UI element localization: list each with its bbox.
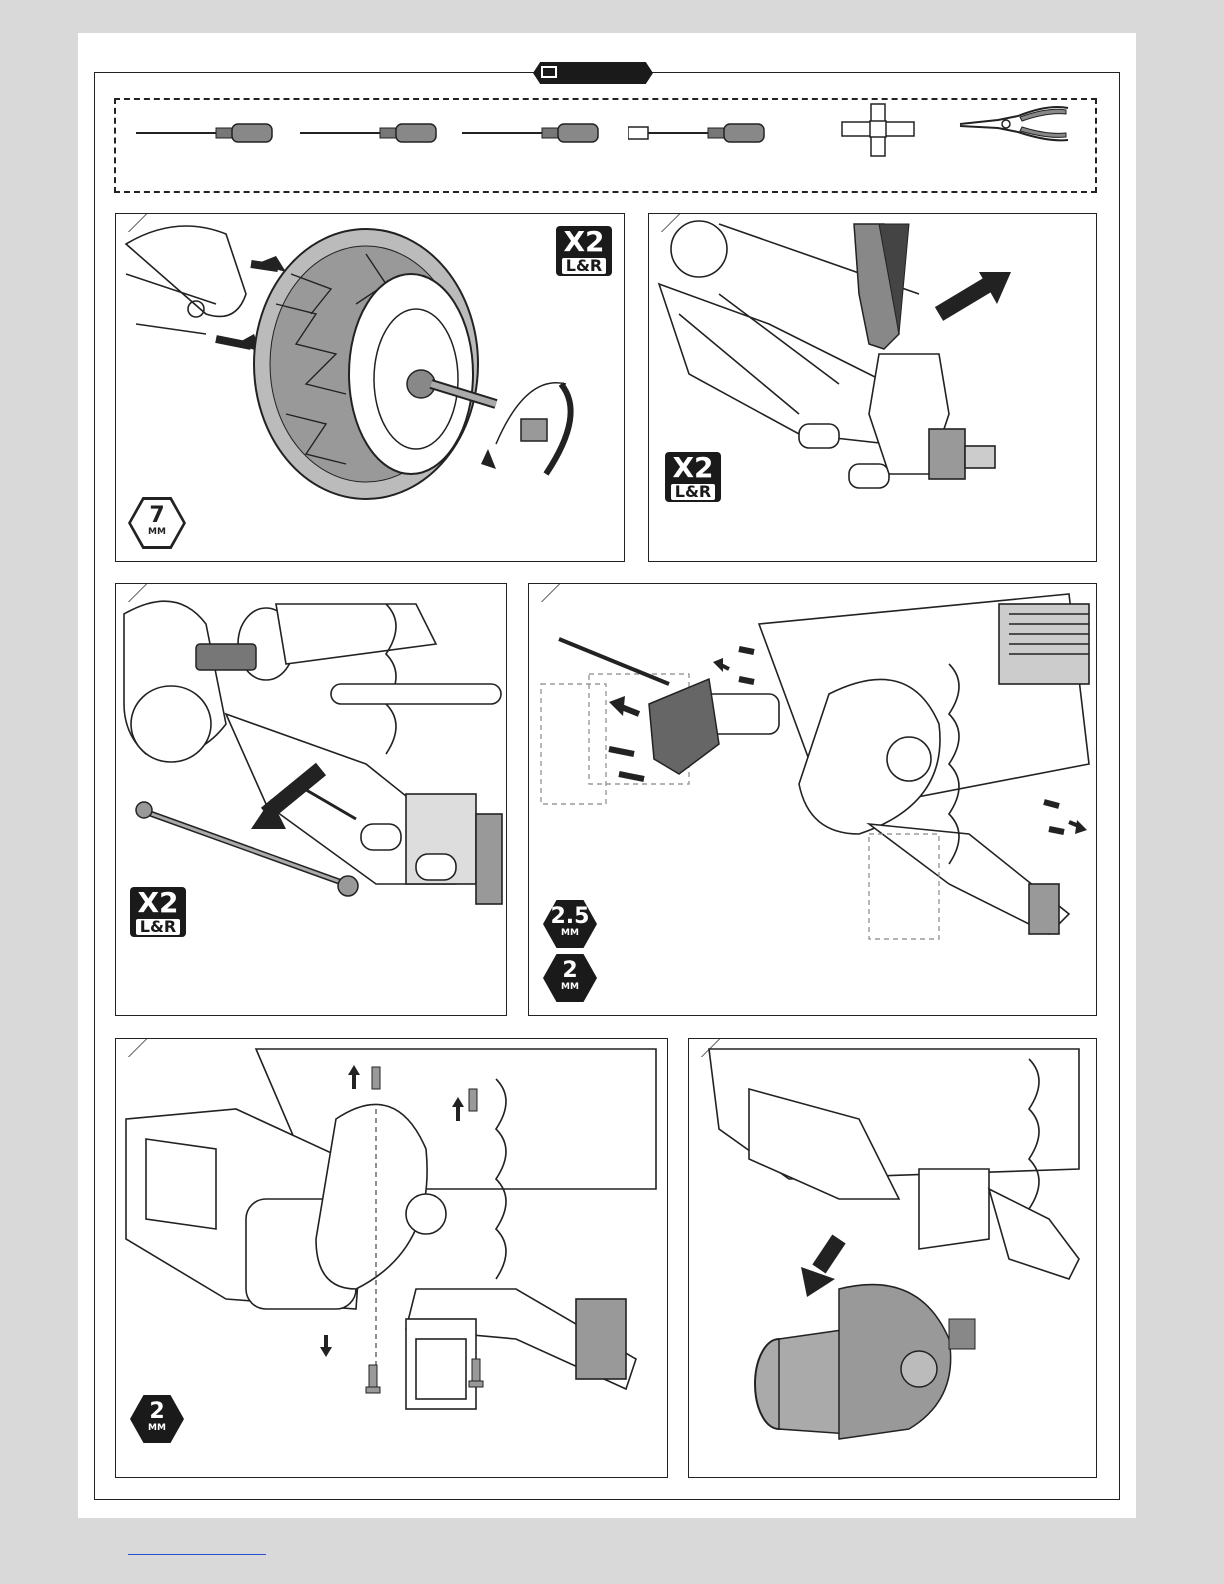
quantity-badge: X2 L&R	[130, 887, 186, 937]
screwdriver-icon	[136, 120, 276, 146]
laptop-icon	[541, 66, 557, 78]
quantity-badge: X2 L&R	[556, 226, 612, 276]
tools-tab	[533, 62, 653, 84]
step-1-illustration	[116, 214, 625, 562]
step-5-panel: 2 MM	[115, 1038, 668, 1478]
step-4-panel: 2.5 MM 2 MM	[528, 583, 1097, 1016]
step-2-illustration	[649, 214, 1097, 562]
screwdriver-icon	[462, 120, 602, 146]
nut-driver-icon	[628, 120, 768, 146]
footer-link[interactable]	[128, 1554, 266, 1555]
step-4-illustration	[529, 584, 1097, 1016]
step-6-illustration	[689, 1039, 1097, 1478]
cross-wrench-icon	[840, 102, 916, 158]
pliers-icon	[958, 102, 1072, 146]
step-1-panel: X2 L&R 7 MM	[115, 213, 625, 562]
step-5-illustration	[116, 1039, 668, 1478]
step-3-panel: X2 L&R	[115, 583, 507, 1016]
step-2-panel: X2 L&R	[648, 213, 1097, 562]
quantity-badge: X2 L&R	[665, 452, 721, 502]
step-3-illustration	[116, 584, 507, 1016]
screwdriver-icon	[300, 120, 440, 146]
step-6-panel	[688, 1038, 1097, 1478]
